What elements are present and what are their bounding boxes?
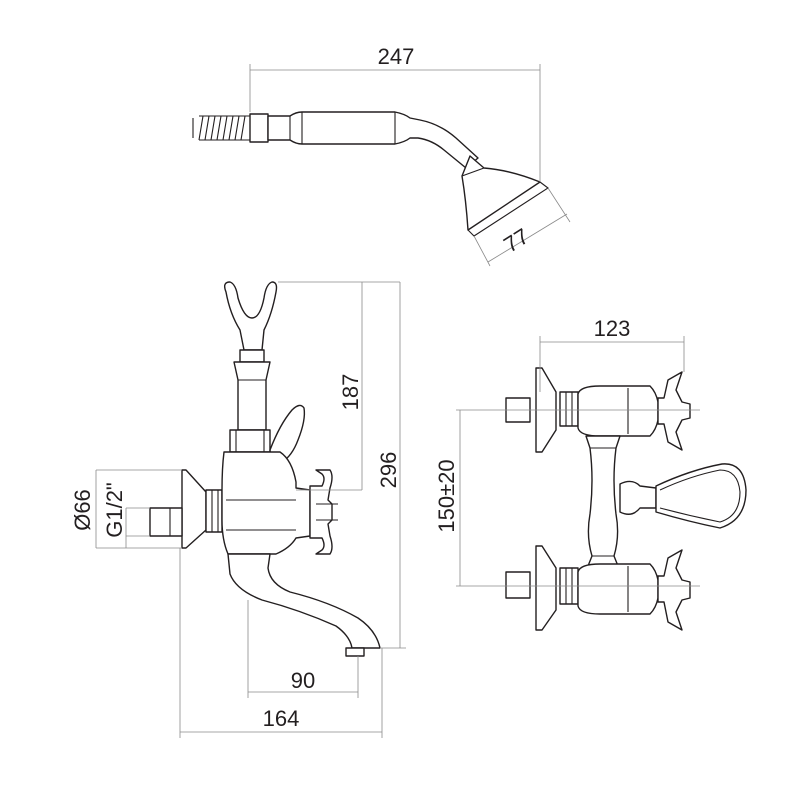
center-column xyxy=(585,435,621,567)
hex-nut xyxy=(205,489,223,533)
spout-aerator xyxy=(345,647,365,657)
dim-shower-length: 247 xyxy=(378,44,415,69)
hose-coil xyxy=(192,115,250,141)
dim-spout-reach: 90 xyxy=(291,668,315,693)
mixer-body xyxy=(221,451,311,555)
dim-diameter: Ø66 xyxy=(70,489,95,531)
lower-cross-handle xyxy=(657,549,691,631)
dim-thread: G1/2" xyxy=(102,482,127,538)
dim-total-depth: 164 xyxy=(263,706,300,731)
wall-flange xyxy=(181,469,207,549)
hose-nut xyxy=(249,113,269,143)
hand-shower-view: 247 77 xyxy=(192,44,571,267)
lower-valve xyxy=(505,545,691,631)
shower-handle xyxy=(267,111,479,169)
dim-holder-height: 187 xyxy=(338,374,363,411)
upper-cross-handle xyxy=(657,371,691,451)
inlet-pipe xyxy=(149,507,183,537)
diverter-lever xyxy=(269,404,306,465)
hose-hoop xyxy=(655,463,747,529)
front-view: 123 150±20 xyxy=(434,316,747,631)
shower-head xyxy=(461,155,541,231)
shower-outlet xyxy=(619,480,657,515)
side-view: 187 296 Ø66 G1/2" 90 164 xyxy=(70,281,406,738)
holder-stem xyxy=(233,361,271,431)
shower-holder-fork xyxy=(223,281,278,351)
cross-handle xyxy=(309,469,333,555)
bath-spout xyxy=(227,553,381,649)
dim-centers: 150±20 xyxy=(434,459,459,532)
dim-total-height: 296 xyxy=(376,452,401,489)
dim-width: 123 xyxy=(594,316,631,341)
